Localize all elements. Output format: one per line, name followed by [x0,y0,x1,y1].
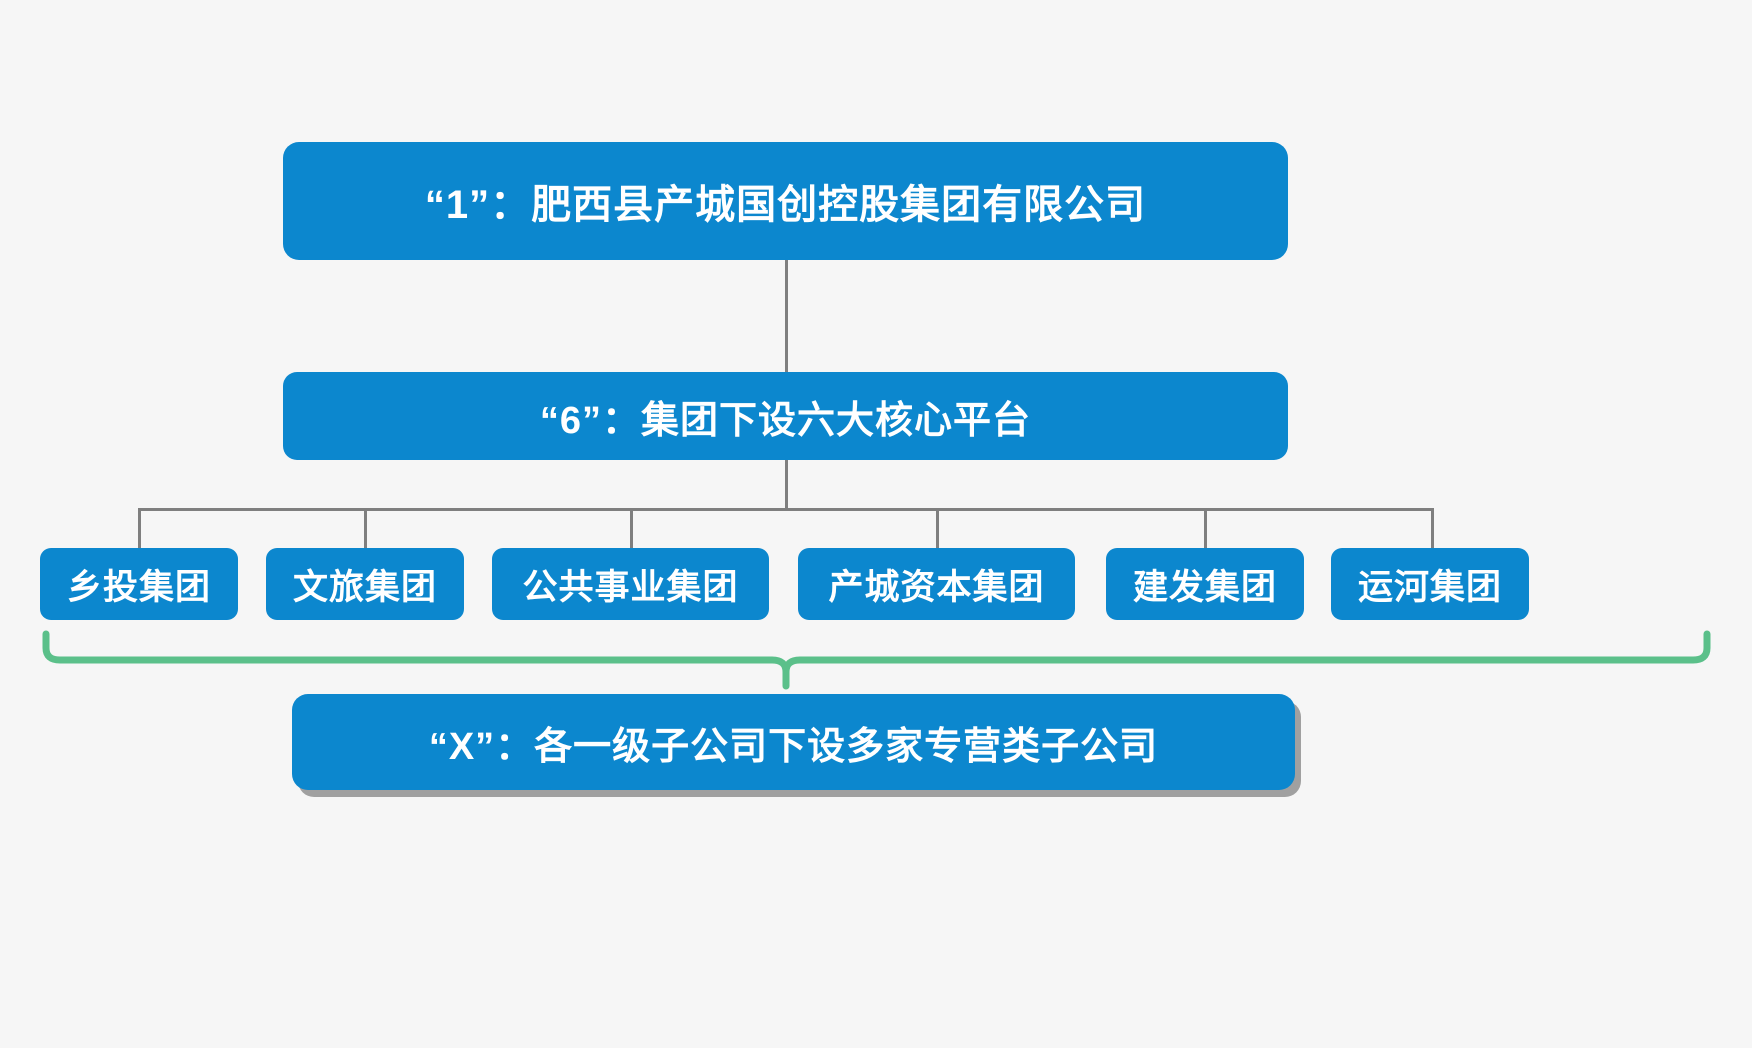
connector-level2-stub [785,460,788,510]
connector-level1-to-level2 [785,260,788,372]
platform-label: 公共事业集团 [522,567,739,607]
node-level2-label: “6”：集团下设六大核心平台 [539,399,1032,442]
platform-label: 建发集团 [1132,567,1277,607]
connector-drop-1 [138,508,141,550]
platform-node-gonggongshiye[interactable]: 公共事业集团 [492,548,769,620]
platform-node-xiangtou[interactable]: 乡投集团 [40,548,238,620]
platform-node-jianfa[interactable]: 建发集团 [1106,548,1304,620]
platform-label: 乡投集团 [66,567,211,607]
node-bottom-subsidiaries[interactable]: “X”：各一级子公司下设多家专营类子公司 [292,694,1295,790]
bracket-path [42,630,1711,690]
node-level1-group-company[interactable]: “1”：肥西县产城国创控股集团有限公司 [283,142,1288,260]
node-level1-label: “1”：肥西县产城国创控股集团有限公司 [424,183,1147,227]
platform-label: 产城资本集团 [828,567,1045,607]
node-level2-six-platforms[interactable]: “6”：集团下设六大核心平台 [283,372,1288,460]
platform-label: 文旅集团 [292,567,437,607]
connector-drop-5 [1204,508,1207,550]
connector-drop-6 [1431,508,1434,550]
platform-node-chanchengziben[interactable]: 产城资本集团 [798,548,1075,620]
connector-distribution-bar [138,508,1434,511]
platform-label: 运河集团 [1357,567,1502,607]
node-bottom-label: “X”：各一级子公司下设多家专营类子公司 [428,725,1159,768]
platform-node-wenlv[interactable]: 文旅集团 [266,548,464,620]
connector-drop-4 [936,508,939,550]
green-gathering-bracket [42,630,1711,690]
platform-node-row: 乡投集团 文旅集团 公共事业集团 产城资本集团 建发集团 运河集团 [0,548,1752,620]
platform-node-yunhe[interactable]: 运河集团 [1331,548,1529,620]
connector-drop-3 [630,508,633,550]
connector-drop-2 [364,508,367,550]
